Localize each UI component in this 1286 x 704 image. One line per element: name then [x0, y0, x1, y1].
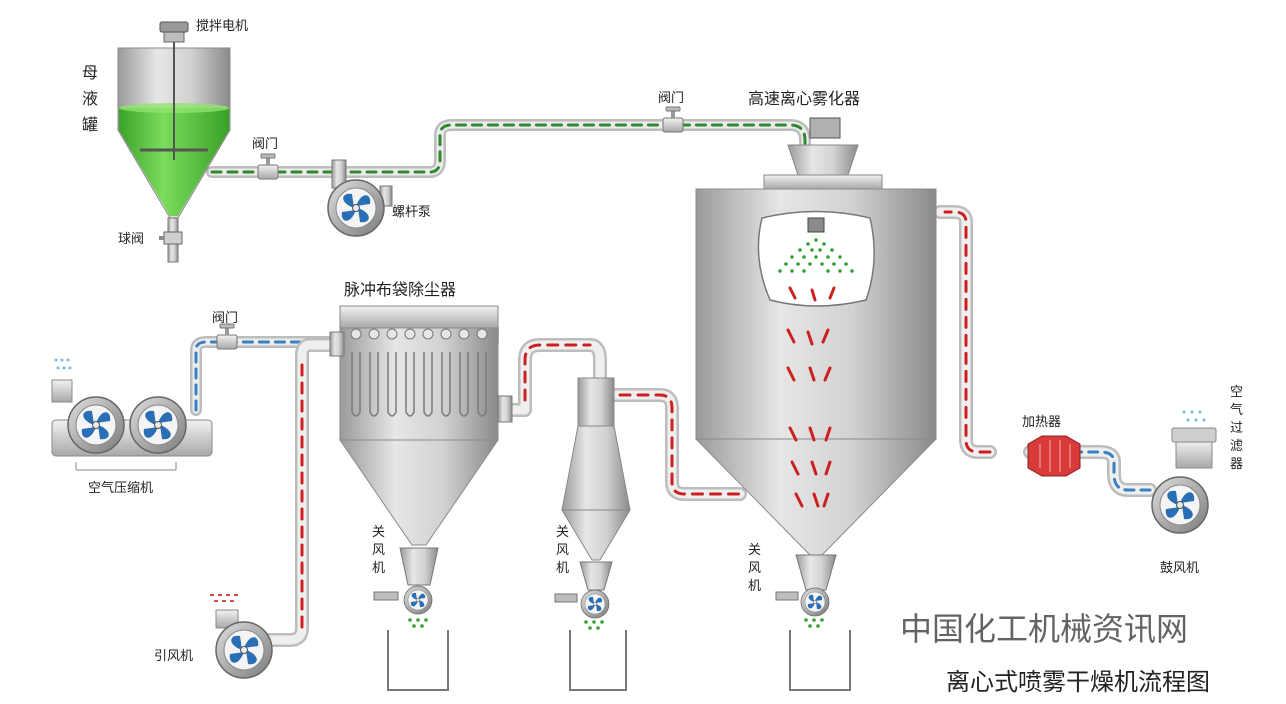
label-airlock-2: 关 风 机 — [556, 525, 569, 576]
labels: 搅拌电机 母 液 罐 球阀 阀门 螺杆泵 阀门 高速离心雾化器 脉冲布袋除尘器 … — [82, 18, 1243, 696]
valve-icon-main — [662, 106, 684, 133]
heater-icon — [1027, 435, 1081, 477]
label-valve-main: 阀门 — [658, 91, 684, 106]
diagram-title: 离心式喷雾干燥机流程图 — [946, 668, 1210, 696]
label-screw-pump: 螺杆泵 — [392, 205, 431, 220]
fan-icon-compressor-2 — [129, 396, 187, 454]
svg-text:过: 过 — [1230, 421, 1243, 436]
cyclone-separator — [554, 377, 631, 691]
label-atomizer: 高速离心雾化器 — [748, 89, 860, 108]
hot-air-streaks — [786, 286, 836, 508]
svg-text:关: 关 — [748, 543, 761, 558]
spray-window — [757, 210, 875, 307]
product-bin-2 — [569, 630, 627, 691]
svg-text:器: 器 — [1230, 457, 1243, 472]
hot-air-flow — [943, 210, 992, 454]
label-tank-char-1: 母 — [82, 63, 98, 82]
valve-icon-feed — [257, 153, 279, 180]
svg-text:风: 风 — [748, 561, 761, 576]
spray-droplets — [778, 238, 854, 273]
svg-text:滤: 滤 — [1230, 439, 1243, 454]
compressed-air-flow — [194, 340, 337, 412]
fan-icon-pump — [327, 179, 385, 237]
feed-pipe — [206, 119, 811, 178]
label-tank-char-2: 液 — [82, 89, 98, 108]
valve-icon-compressor — [216, 323, 238, 350]
product-bin-3 — [789, 630, 851, 691]
svg-text:机: 机 — [748, 579, 761, 594]
svg-text:机: 机 — [556, 561, 569, 576]
label-heater: 加热器 — [1022, 415, 1061, 430]
blower-assembly — [1151, 410, 1217, 534]
label-air-compressor: 空气压缩机 — [88, 480, 153, 496]
motor-icon — [159, 21, 189, 33]
induced-draft-fan — [210, 594, 273, 679]
product-bin-1 — [387, 630, 449, 691]
tank-liquid — [119, 108, 229, 216]
fan-icon-airlock-3 — [800, 587, 830, 617]
label-motor: 搅拌电机 — [196, 18, 248, 34]
ball-valve-icon — [159, 231, 183, 245]
pipe-network — [190, 119, 1157, 647]
filter-bag-icon — [351, 352, 487, 417]
svg-text:机: 机 — [372, 561, 385, 576]
svg-text:气: 气 — [1230, 402, 1243, 418]
svg-text:风: 风 — [372, 543, 385, 558]
label-airlock-1: 关 风 机 — [372, 525, 385, 576]
screw-pump — [327, 159, 393, 237]
spray-dryer-chamber — [694, 117, 938, 691]
label-air-filter: 空 气 过 滤 器 — [1230, 385, 1243, 472]
feed-flow — [208, 121, 809, 176]
feed-tank — [117, 21, 231, 263]
label-blower: 鼓风机 — [1160, 561, 1199, 576]
pulse-bag-filter — [329, 305, 513, 691]
label-airlock-3: 关 风 机 — [748, 543, 761, 594]
air-compressor — [51, 358, 213, 471]
fan-icon-airlock-2 — [580, 589, 610, 619]
svg-text:空: 空 — [1230, 385, 1243, 400]
svg-text:风: 风 — [556, 543, 569, 558]
label-ball-valve: 球阀 — [118, 232, 144, 247]
svg-text:关: 关 — [372, 525, 385, 540]
spray-nozzle-icon — [807, 217, 825, 233]
fan-icon-airlock-1 — [403, 585, 433, 615]
watermark: 中国化工机械资讯网 — [900, 610, 1188, 648]
cold-air-flow — [1073, 450, 1152, 492]
compressor-intake-icon — [54, 358, 72, 370]
label-valve-compressor: 阀门 — [212, 311, 238, 326]
label-induced-fan: 引风机 — [154, 649, 193, 664]
fan-icon-blower — [1151, 476, 1209, 534]
fan-icon-induced — [215, 621, 273, 679]
label-valve-feed: 阀门 — [252, 137, 278, 152]
label-bag-filter: 脉冲布袋除尘器 — [344, 280, 456, 299]
fan-icon-compressor-1 — [67, 396, 125, 454]
svg-text:关: 关 — [556, 525, 569, 540]
label-tank-char-3: 罐 — [82, 115, 98, 134]
label-tank-vertical: 母 液 罐 — [82, 63, 98, 134]
